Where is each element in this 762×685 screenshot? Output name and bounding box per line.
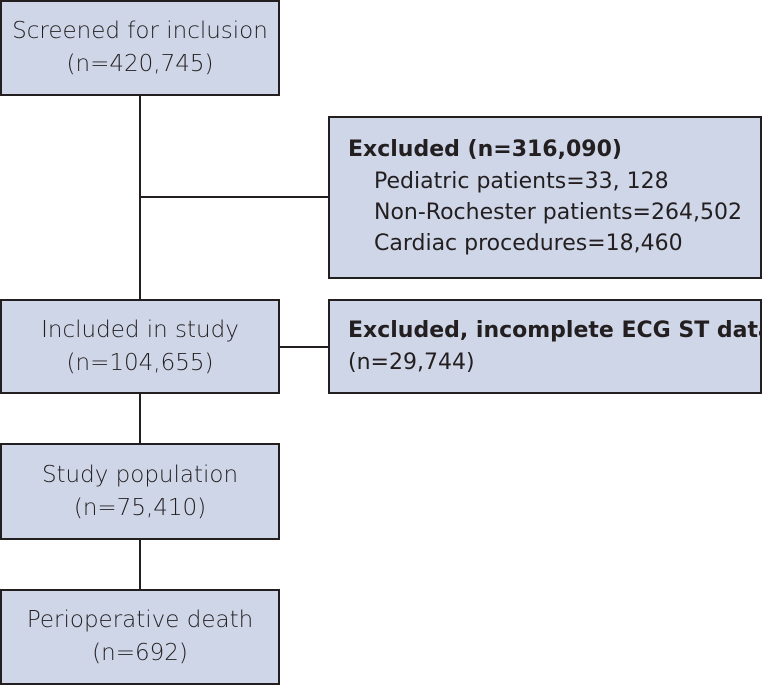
- first-exclusion-box: Excluded (n=316,090) Pediatric patients=…: [328, 116, 762, 279]
- death-count: (n=692): [92, 640, 188, 666]
- exclusion-item-cardiac: Cardiac procedures=18,460: [374, 231, 683, 256]
- second-exclusion-count: (n=29,744): [348, 350, 475, 375]
- included-box: Included in study (n=104,655): [0, 299, 280, 394]
- exclusion-item-pediatric: Pediatric patients=33, 128: [374, 169, 669, 194]
- exclusion-item-non-rochester: Non-Rochester patients=264,502: [374, 200, 742, 225]
- death-box: Perioperative death (n=692): [0, 589, 280, 685]
- screened-title: Screened for inclusion: [12, 18, 268, 44]
- study-population-count: (n=75,410): [73, 494, 207, 521]
- second-exclusion-title: Excluded, incomplete ECG ST data: [348, 318, 762, 343]
- included-title: Included in study: [41, 316, 239, 343]
- screened-box: Screened for inclusion (n=420,745): [0, 0, 280, 96]
- study-population-box: Study population (n=75,410): [0, 443, 280, 540]
- included-count: (n=104,655): [66, 349, 214, 376]
- death-title: Perioperative death: [26, 607, 254, 633]
- connector-study-to-death: [139, 539, 141, 589]
- screened-count: (n=420,745): [66, 51, 214, 77]
- connector-screened-to-included: [139, 96, 141, 300]
- study-population-title: Study population: [41, 461, 239, 488]
- connector-to-first-exclusion: [139, 196, 329, 198]
- first-exclusion-title: Excluded (n=316,090): [348, 137, 622, 162]
- connector-included-to-study: [139, 393, 141, 443]
- second-exclusion-box: Excluded, incomplete ECG ST data (n=29,7…: [328, 299, 762, 394]
- connector-to-second-exclusion: [280, 346, 329, 348]
